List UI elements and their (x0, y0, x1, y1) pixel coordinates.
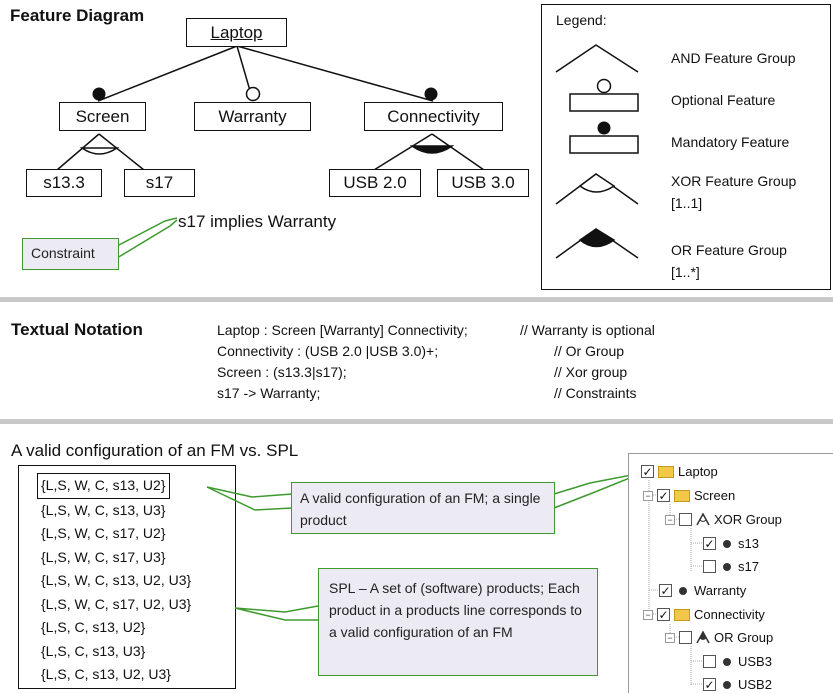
mandatory-marker-screen (92, 87, 106, 101)
mandatory-marker-connectivity (424, 87, 438, 101)
checkbox-usb3[interactable] (703, 655, 716, 668)
feature-s13-3: s13.3 (26, 169, 102, 197)
legend-box: Legend: AND Feature Group Optional Featu… (541, 4, 831, 290)
constraint-label: Constraint (22, 238, 119, 270)
legend-or: OR Feature Group [1..*] (671, 242, 787, 280)
feature-screen: Screen (59, 102, 146, 131)
tree-row-usb2[interactable]: ✓ USB2 (703, 677, 772, 692)
feature-warranty: Warranty (194, 102, 311, 131)
config-list: {L,S, W, C, s13, U2} {L,S, W, C, s13, U3… (18, 465, 236, 689)
config-line: {L,S, W, C, s13, U2, U3} (41, 572, 192, 588)
or-group-icon (696, 631, 710, 644)
and-group-icon (555, 44, 639, 73)
legend-title: Legend: (556, 12, 607, 28)
config-line: {L,S, W, C, s17, U2} (41, 525, 166, 541)
tree-row-xor-group[interactable]: − XOR Group (665, 512, 782, 527)
config-line: {L,S, C, s13, U3} (41, 642, 146, 659)
separator-2 (0, 419, 833, 424)
checkbox-s13[interactable]: ✓ (703, 536, 716, 551)
xor-group-icon (696, 513, 710, 526)
feature-connectivity: Connectivity (364, 102, 503, 131)
folder-icon (658, 465, 674, 478)
checkbox-connectivity[interactable]: ✓ (657, 607, 670, 622)
tree-row-laptop[interactable]: ✓ Laptop (641, 464, 718, 479)
textual-notation-comments: // Warranty is optional // Or Group // X… (520, 322, 655, 401)
or-arc-connectivity (409, 145, 455, 154)
checkbox-usb2[interactable]: ✓ (703, 677, 716, 692)
collapse-icon[interactable]: − (643, 609, 653, 620)
dot-icon (679, 586, 687, 595)
optional-marker-warranty (245, 86, 261, 102)
callout-valid-configuration: A valid configuration of an FM; a single… (291, 482, 555, 534)
checkbox-s17[interactable] (703, 560, 716, 573)
tree-row-screen[interactable]: − ✓ Screen (643, 488, 735, 503)
dot-icon (723, 657, 731, 666)
feature-usb-2: USB 2.0 (329, 169, 421, 197)
feature-laptop: Laptop (186, 18, 287, 47)
collapse-icon[interactable]: − (665, 632, 675, 643)
textual-notation-title: Textual Notation (11, 320, 143, 339)
separator-1 (0, 297, 833, 302)
checkbox-laptop[interactable]: ✓ (641, 464, 654, 479)
legend-xor: XOR Feature Group [1..1] (671, 173, 797, 211)
legend-symbols (555, 44, 639, 259)
callout-connectors (206, 472, 643, 621)
tree-row-connectivity[interactable]: − ✓ Connectivity (643, 607, 765, 622)
feature-s17: s17 (124, 169, 195, 197)
dot-icon (723, 539, 731, 548)
xor-arc-screen (79, 147, 120, 155)
tree-row-s13[interactable]: ✓ s13 (703, 536, 759, 551)
legend-optional: Optional Feature (671, 92, 776, 108)
textual-notation-code: Laptop : Screen [Warranty] Connectivity;… (217, 322, 468, 401)
config-line: {L,S, W, C, s13, U3} (41, 501, 166, 518)
config-line-highlighted: {L,S, W, C, s13, U2} (37, 473, 170, 499)
config-title: A valid configuration of an FM vs. SPL (11, 441, 299, 460)
optional-icon (596, 78, 612, 94)
dot-icon (723, 562, 731, 571)
constraint-text: s17 implies Warranty (178, 212, 337, 231)
config-line: {L,S, C, s13, U2, U3} (41, 666, 171, 682)
checkbox-or-group[interactable] (679, 631, 692, 644)
xor-group-icon (578, 173, 616, 193)
dot-icon (723, 680, 731, 689)
feature-diagram-title: Feature Diagram (10, 6, 145, 25)
collapse-icon[interactable]: − (665, 514, 675, 525)
legend-mandatory: Mandatory Feature (671, 134, 790, 150)
feature-diagram-lines (56, 45, 485, 259)
folder-icon (674, 489, 690, 502)
feature-usb-3: USB 3.0 (437, 169, 529, 197)
folder-icon (674, 608, 690, 621)
callout-spl: SPL – A set of (software) products; Each… (318, 568, 598, 676)
mandatory-icon (597, 121, 611, 135)
tree-row-usb3[interactable]: USB3 (703, 654, 772, 669)
feature-tree[interactable]: ✓ Laptop − ✓ Screen − XOR Group ✓ s13 s1… (628, 453, 833, 693)
checkbox-warranty[interactable]: ✓ (659, 583, 672, 598)
or-group-icon (578, 228, 616, 248)
config-line: {L,S, C, s13, U2} (41, 619, 146, 635)
tree-row-or-group[interactable]: − OR Group (665, 630, 773, 645)
config-line: {L,S, W, C, s17, U3} (41, 548, 166, 565)
tree-row-warranty[interactable]: ✓ Warranty (659, 583, 747, 598)
tree-row-s17[interactable]: s17 (703, 559, 759, 574)
config-line: {L,S, W, C, s17, U2, U3} (41, 595, 192, 612)
checkbox-screen[interactable]: ✓ (657, 488, 670, 503)
collapse-icon[interactable]: − (643, 490, 653, 501)
checkbox-xor-group[interactable] (679, 513, 692, 526)
legend-and: AND Feature Group (671, 50, 796, 66)
